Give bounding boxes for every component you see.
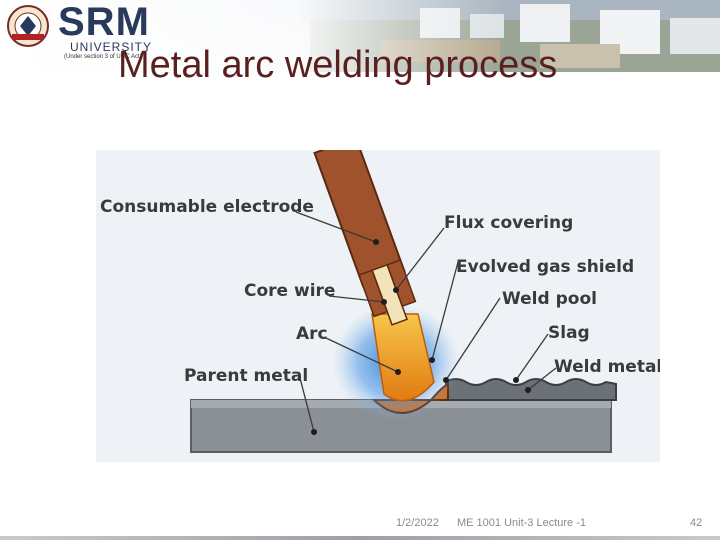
label-consumable-electrode: Consumable electrode: [100, 197, 314, 217]
label-arc: Arc: [296, 324, 328, 344]
label-slag: Slag: [548, 323, 590, 343]
logo-subtitle: UNIVERSITY: [70, 40, 153, 54]
label-evolved-gas-shield: Evolved gas shield: [456, 257, 634, 277]
arc-shape: [371, 313, 435, 402]
label-flux-covering: Flux covering: [444, 213, 573, 233]
slide-title: Metal arc welding process: [118, 44, 558, 86]
label-weld-pool: Weld pool: [502, 289, 597, 309]
footer-page-number: 42: [690, 517, 703, 529]
footer-rule: [0, 536, 720, 540]
campus-photo: [0, 0, 720, 72]
university-seal-icon: [7, 5, 49, 47]
logo-note: (Under section 3 of UGC Act): [64, 54, 142, 60]
weld-metal-shape: [445, 378, 617, 401]
footer-date: 1/2/2022: [396, 517, 439, 529]
footer-course: ME 1001 Unit-3 Lecture -1: [457, 517, 587, 529]
welding-diagram: Consumable electrode Flux covering Evolv…: [96, 150, 660, 462]
label-parent-metal: Parent metal: [184, 366, 308, 386]
label-weld-metal: Weld metal: [554, 357, 660, 377]
leader-dots: [311, 239, 531, 435]
logo-wordmark: SRM: [58, 0, 150, 44]
label-core-wire: Core wire: [244, 281, 335, 301]
header-banner: SRM UNIVERSITY (Under section 3 of UGC A…: [0, 0, 720, 72]
leader-lines: [295, 211, 557, 433]
